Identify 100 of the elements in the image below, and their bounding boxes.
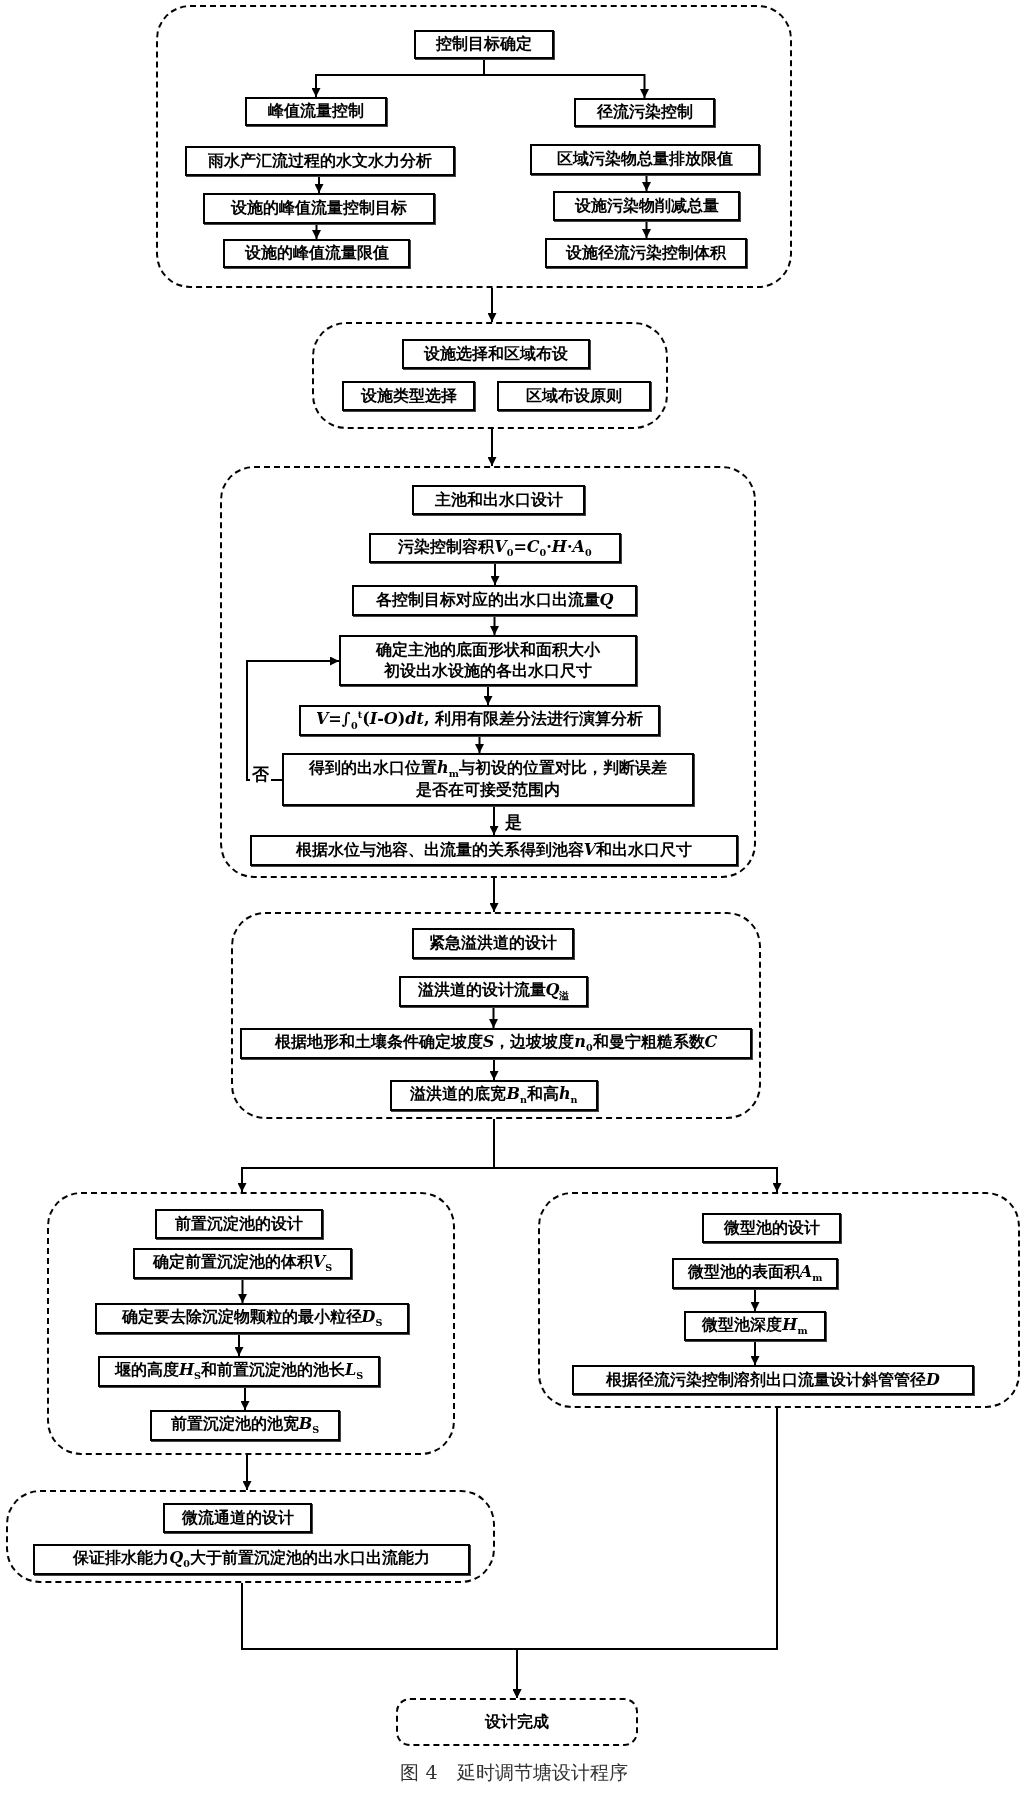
step-text: 各控制目标对应的出水口出流量Q — [375, 590, 614, 611]
process-box — [672, 1258, 838, 1289]
step-text: 区域污染物总量排放限值 — [557, 149, 733, 170]
step-text: 得到的出水口位置h$_{m}$与初设的位置对比，判断误差是否在可接受范围内 — [308, 757, 668, 802]
step-text: V=∫$_{0}$$^{t}$(I-O)dt, 利用有限差分法进行演算分析 — [315, 709, 644, 732]
process-box — [702, 1213, 841, 1243]
process-box — [95, 1303, 409, 1334]
arrow — [512, 1407, 778, 1699]
process-box — [342, 381, 475, 411]
arrow — [312, 223, 321, 240]
arrow — [490, 562, 500, 586]
process-box — [150, 1410, 340, 1441]
group-frame — [231, 912, 761, 1119]
arrow — [493, 1118, 782, 1193]
arrow — [489, 1058, 499, 1081]
process-box — [223, 239, 410, 268]
process-box — [98, 1356, 380, 1387]
process-box — [497, 381, 651, 411]
step-text: 设施的峰值流量限值 — [244, 243, 389, 264]
arrow — [483, 58, 649, 99]
step-text: 区域布设原则 — [526, 385, 622, 407]
arrow — [489, 1006, 498, 1029]
arrow — [475, 735, 484, 754]
step-text: 设计完成 — [485, 1711, 549, 1733]
step-text: 微型池深度H$_{m}$ — [702, 1314, 808, 1338]
process-box — [163, 1503, 312, 1533]
process-box — [402, 339, 590, 369]
process-box — [240, 1028, 752, 1059]
step-text: 主池和出水口设计 — [434, 489, 563, 511]
step-text: 堰的高度H$_{S}$和前置沉淀池的池长L$_{S}$ — [114, 1360, 364, 1383]
process-box — [369, 533, 621, 563]
process-box — [245, 97, 387, 126]
process-box — [339, 635, 637, 686]
process-box — [352, 585, 637, 616]
process-box — [574, 98, 715, 127]
process-box — [133, 1248, 352, 1279]
arrow — [642, 220, 651, 239]
step-text: 设施的峰值流量控制目标 — [231, 198, 407, 219]
step-text: 根据地形和土壤条件确定坡度S，边坡坡度n$_{0}$和曼宁粗糙系数C — [274, 1032, 718, 1055]
step-text: 紧急溢洪道的设计 — [429, 933, 557, 954]
arrow — [489, 877, 499, 913]
process-box — [33, 1544, 470, 1575]
step-text: 微型池的设计 — [723, 1217, 820, 1239]
process-box — [412, 485, 585, 515]
process-box — [299, 705, 660, 736]
step-text: 峰值流量控制 — [268, 101, 364, 122]
end-frame — [396, 1698, 638, 1746]
step-text: 前置沉淀池的设计 — [175, 1213, 303, 1235]
step-text: 保证排水能力Q$_{0}$大于前置沉淀池的出水口出流能力 — [73, 1548, 430, 1571]
process-box — [282, 753, 694, 806]
group-frame — [6, 1490, 495, 1583]
process-box — [203, 193, 435, 224]
step-text: 确定主池的底面形状和面积大小初设出水设施的各出水口尺寸 — [375, 639, 601, 682]
group-frame — [538, 1192, 1020, 1408]
group-frame — [220, 466, 756, 878]
arrow — [246, 656, 340, 781]
process-box — [155, 1209, 323, 1239]
process-box — [545, 238, 747, 268]
edge-label: 是 — [503, 812, 524, 833]
arrow — [750, 1340, 760, 1366]
arrow — [750, 1288, 760, 1312]
step-text: 径流污染控制 — [596, 102, 693, 123]
arrow — [483, 685, 493, 706]
step-text: 前置沉淀池的池宽B$_{S}$ — [170, 1414, 320, 1437]
step-text: 微型池的表面积A$_{m}$ — [687, 1262, 823, 1285]
step-text: 确定前置沉淀池的体积V$_{S}$ — [152, 1252, 333, 1275]
step-text: 溢洪道的底宽B$_{n}$和高h$_{n}$ — [410, 1084, 578, 1107]
process-box — [390, 1080, 598, 1111]
step-text: 设施径流污染控制体积 — [566, 242, 726, 264]
process-box — [553, 191, 740, 221]
process-box — [185, 146, 455, 176]
step-text: 确定要去除沉淀物颗粒的最小粒径D$_{S}$ — [121, 1307, 383, 1330]
step-text: 控制目标确定 — [436, 34, 532, 55]
step-text: 雨水产汇流过程的水文水力分析 — [208, 150, 432, 172]
arrow — [240, 1386, 250, 1411]
process-box — [684, 1311, 826, 1341]
arrow — [487, 287, 497, 323]
step-text: 污染控制容积V$_{0}$=C$_{0}$·H·A$_{0}$ — [398, 536, 592, 560]
step-text: 设施选择和区域布设 — [424, 343, 568, 365]
step-text: 根据径流污染控制溶剂出口流量设计斜管管径D — [606, 1369, 940, 1391]
arrow — [242, 1454, 252, 1491]
group-frame — [47, 1192, 455, 1455]
edge-label: 否 — [250, 764, 271, 785]
process-box — [414, 30, 554, 59]
process-box — [399, 976, 588, 1007]
process-box — [572, 1365, 974, 1395]
group-frame — [156, 5, 792, 288]
step-text: 设施污染物削减总量 — [574, 195, 719, 217]
figure-caption: 图 4 延时调节塘设计程序 — [399, 1760, 629, 1785]
arrow — [490, 615, 499, 636]
process-box — [250, 835, 738, 866]
arrow — [314, 175, 324, 194]
arrow — [642, 174, 651, 192]
arrow — [234, 1333, 244, 1357]
arrow — [238, 1278, 247, 1304]
step-text: 根据水位与池容、出流量的关系得到池容V和出水口尺寸 — [295, 840, 693, 861]
step-text: 微流通道的设计 — [181, 1507, 294, 1529]
arrow — [487, 428, 497, 467]
group-frame — [312, 322, 668, 429]
arrow — [489, 805, 499, 836]
